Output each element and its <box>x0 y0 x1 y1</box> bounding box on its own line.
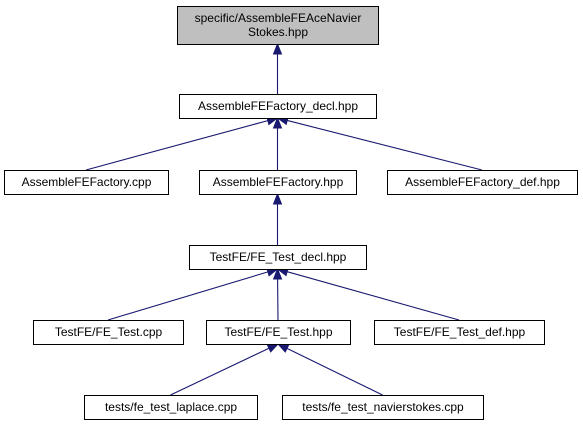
edge-line <box>286 347 383 396</box>
node-label: Stokes.hpp <box>248 25 308 39</box>
node-fe-test-cpp[interactable]: TestFE/FE_Test.cpp <box>33 320 184 345</box>
edge-line <box>286 271 460 321</box>
node-label: tests/fe_test_laplace.cpp <box>105 400 237 414</box>
edge-line <box>170 347 270 396</box>
node-label: AssembleFEFactory_decl.hpp <box>198 99 358 113</box>
edge-line <box>287 119 483 171</box>
arrowhead <box>276 343 290 353</box>
node-label: tests/fe_test_navierstokes.cpp <box>302 400 464 414</box>
node-factory-decl[interactable]: AssembleFEFactory_decl.hpp <box>179 94 377 119</box>
edge-line <box>85 120 268 171</box>
node-box <box>282 395 484 420</box>
edge-navierstokes-to-fe_test_hpp <box>276 343 383 396</box>
node-label: AssembleFEFactory_def.hpp <box>405 175 560 189</box>
node-box <box>374 320 545 345</box>
node-box <box>33 320 184 345</box>
node-label: TestFE/FE_Test.hpp <box>224 325 332 339</box>
node-label: TestFE/FE_Test_decl.hpp <box>210 250 347 264</box>
edge-factory_decl-to-root <box>272 42 283 94</box>
node-navierstokes[interactable]: tests/fe_test_navierstokes.cpp <box>282 395 484 420</box>
arrowhead <box>272 116 283 129</box>
node-label: AssembleFEFactory.hpp <box>213 175 344 189</box>
edge-laplace-to-fe_test_hpp <box>170 343 280 396</box>
arrowhead <box>272 42 283 55</box>
arrowhead <box>272 267 283 280</box>
arrowhead <box>266 343 280 353</box>
edge-fe_test_cpp-to-fe_test_decl <box>107 267 279 321</box>
node-factory-def[interactable]: AssembleFEFactory_def.hpp <box>387 170 578 195</box>
edge-factory_def-to-factory_decl <box>276 115 483 171</box>
node-factory-cpp[interactable]: AssembleFEFactory.cpp <box>4 170 169 195</box>
node-label: TestFE/FE_Test_def.hpp <box>394 325 526 339</box>
node-box <box>179 94 377 119</box>
edge-factory_hpp-to-factory_decl <box>272 116 283 170</box>
edge-line <box>107 271 269 321</box>
node-fe-test-def[interactable]: TestFE/FE_Test_def.hpp <box>374 320 545 345</box>
node-laplace[interactable]: tests/fe_test_laplace.cpp <box>84 395 258 420</box>
edge-fe_test_hpp-to-fe_test_decl <box>272 267 283 321</box>
arrowhead <box>272 192 283 205</box>
edge-fe_test_decl-to-factory_hpp <box>272 192 283 245</box>
node-box <box>4 170 169 195</box>
node-box <box>189 245 367 270</box>
edge-factory_cpp-to-factory_decl <box>85 116 279 171</box>
nodes-layer: specific/AssembleFEAceNavierStokes.hppAs… <box>4 6 578 420</box>
node-factory-hpp[interactable]: AssembleFEFactory.hpp <box>199 170 357 195</box>
node-label: TestFE/FE_Test.cpp <box>55 325 163 339</box>
node-label: specific/AssembleFEAceNavier <box>195 11 362 25</box>
node-box <box>84 395 258 420</box>
node-box <box>387 170 578 195</box>
node-fe-test-decl[interactable]: TestFE/FE_Test_decl.hpp <box>189 245 367 270</box>
node-box <box>206 320 351 345</box>
edge-fe_test_def-to-fe_test_decl <box>276 267 460 321</box>
node-fe-test-hpp[interactable]: TestFE/FE_Test.hpp <box>206 320 351 345</box>
node-label: AssembleFEFactory.cpp <box>22 175 152 189</box>
node-box <box>199 170 357 195</box>
node-box <box>177 6 379 45</box>
